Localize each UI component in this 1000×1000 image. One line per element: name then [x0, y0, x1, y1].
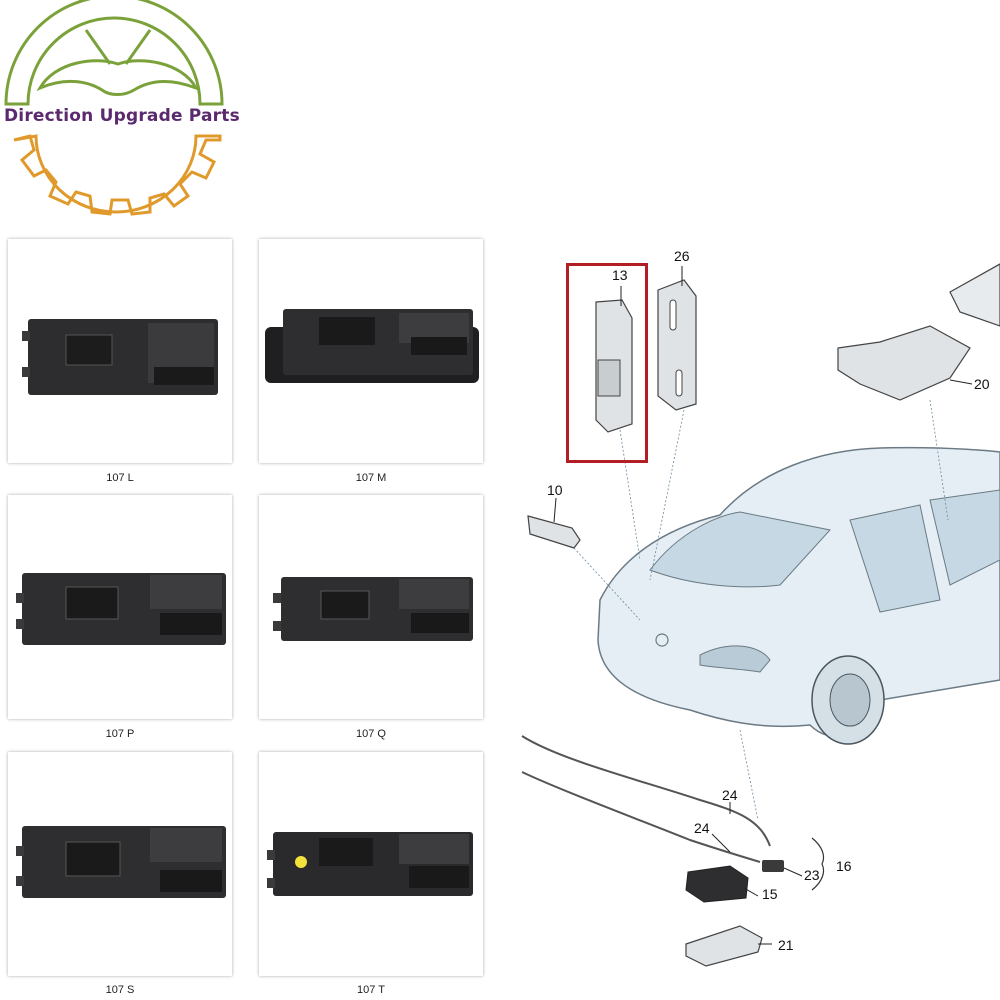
- product-tile-107-p[interactable]: [8, 495, 232, 719]
- product-caption: 107 M: [355, 472, 387, 484]
- tail-light: [699, 645, 771, 673]
- steering-gear-icon: [4, 0, 224, 216]
- product-caption: 107 P: [105, 728, 135, 740]
- part-15-module: [685, 865, 749, 903]
- product-tile-107-t[interactable]: [259, 752, 483, 976]
- group-bracket: [811, 837, 825, 891]
- callout-20: 20: [974, 376, 990, 392]
- callout-24: 24: [722, 787, 738, 803]
- callout-10: 10: [547, 482, 563, 498]
- control-module-image: [273, 577, 473, 641]
- brand-name: Direction Upgrade Parts: [4, 106, 240, 126]
- product-tile-107-s[interactable]: [8, 752, 232, 976]
- part-26-bracket: [657, 279, 697, 411]
- product-caption: 107 L: [106, 472, 134, 484]
- side-window: [929, 489, 1000, 586]
- brand-logo: Direction Upgrade Parts: [0, 0, 240, 220]
- rear-window: [649, 511, 831, 588]
- callout-24: 24: [694, 820, 710, 836]
- product-caption: 107 Q: [356, 728, 386, 740]
- product-tile-107-m[interactable]: [259, 239, 483, 463]
- part-10-key: [527, 515, 581, 549]
- module-housing: [949, 263, 1000, 327]
- product-caption: 107 T: [357, 984, 385, 996]
- product-tile-107-q[interactable]: [259, 495, 483, 719]
- slot-icon: [669, 299, 677, 331]
- wiring-harness: [521, 771, 761, 863]
- part-20-tray: [837, 325, 971, 401]
- car-body: [597, 446, 1000, 738]
- control-module-image: [16, 826, 226, 898]
- part-23-connector: [762, 860, 784, 872]
- control-module-image: [267, 832, 473, 896]
- callout-15: 15: [762, 886, 778, 902]
- callout-13: 13: [612, 267, 628, 283]
- wiring-harness: [521, 735, 771, 847]
- wheel-rim: [829, 673, 871, 727]
- callout-lines: [553, 266, 973, 945]
- callout-16: 16: [836, 858, 852, 874]
- product-tile-107-l[interactable]: [8, 239, 232, 463]
- parts-diagram: [521, 263, 1000, 967]
- callout-23: 23: [804, 867, 820, 883]
- product-caption: 107 S: [105, 984, 135, 996]
- leader-lines: [573, 399, 949, 821]
- callout-21: 21: [778, 937, 794, 953]
- highlight-frame: [566, 263, 648, 463]
- slot-icon: [675, 369, 683, 397]
- callout-26: 26: [674, 248, 690, 264]
- control-module-image: [22, 319, 218, 395]
- connector-icon: [597, 359, 621, 397]
- side-window: [849, 504, 941, 613]
- part-21-cover: [685, 925, 763, 967]
- control-module-image: [16, 573, 226, 645]
- control-module-image: [265, 309, 479, 383]
- badge-icon: [655, 633, 669, 647]
